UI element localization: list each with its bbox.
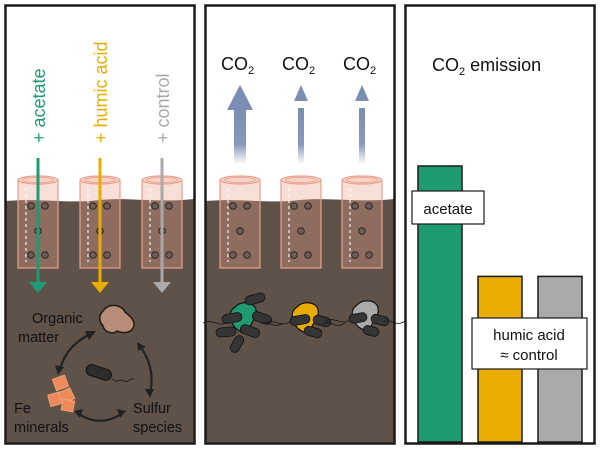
tube-hole [351, 202, 359, 210]
microbe-cluster-acetate [202, 292, 284, 353]
svg-text:≈ control: ≈ control [500, 347, 557, 364]
microbe-cluster-control [324, 300, 406, 337]
tube-hole [236, 227, 244, 235]
co2-flux-arrow [355, 85, 369, 164]
soil-core-tube [219, 175, 261, 269]
panel-treatment: + acetate + humic acid + control [4, 4, 196, 445]
soil-core-tube [341, 175, 383, 269]
microbe-cluster-humic_acid [264, 302, 346, 339]
callout-humic-control: humic acid ≈ control [471, 317, 588, 370]
addition-arrow-acetate [29, 158, 47, 293]
tube-hole [304, 251, 312, 259]
co2-label: CO2 [343, 54, 376, 77]
tube-hole [89, 251, 97, 259]
addition-arrow-humic_acid [91, 158, 109, 293]
panel-incubation: CO2 CO2 CO2 [202, 4, 406, 445]
co2-label: CO2 [221, 54, 254, 77]
tube-hole [229, 251, 237, 259]
sulfur-species-label: Sulfur [133, 401, 171, 417]
tube-hole [290, 251, 298, 259]
tube-hole [27, 251, 35, 259]
organic-matter-label: Organic [32, 311, 83, 327]
tube-hole [41, 202, 49, 210]
sulfur-species-label-2: species [133, 420, 182, 436]
fe-minerals-label: Fe [14, 401, 31, 417]
tube-hole [243, 202, 251, 210]
tube-hole [365, 202, 373, 210]
organic-matter-label-2: matter [18, 330, 59, 346]
fe-minerals-icon [47, 374, 76, 413]
tube-hole [103, 202, 111, 210]
treatment-label-acetate: + acetate [29, 68, 49, 143]
tube-hole [165, 251, 173, 259]
fe-minerals-label-2: minerals [14, 420, 69, 436]
tube-hole [243, 251, 251, 259]
tube-hole [358, 227, 366, 235]
bacterium-icon [85, 364, 135, 383]
tube-hole [351, 251, 359, 259]
treatment-label-humic_acid: + humic acid [91, 41, 111, 143]
soil-core-tube [280, 175, 322, 269]
chart-title: CO2 emission [432, 55, 541, 78]
svg-text:acetate: acetate [423, 201, 472, 218]
organic-matter-icon [98, 304, 135, 334]
panel-co2-emission: CO2 emission acetate humic acid ≈ contro… [404, 4, 596, 445]
tube-hole [165, 202, 173, 210]
tube-hole [229, 202, 237, 210]
element-cycle: Organic matter Fe minerals Sulfur specie… [14, 304, 182, 436]
tube-hole [151, 251, 159, 259]
treatment-label-control: + control [153, 73, 173, 143]
tube-hole [290, 202, 298, 210]
tube-hole [365, 251, 373, 259]
addition-arrow-control [153, 158, 171, 293]
co2-flux-arrow [294, 85, 308, 164]
svg-text:humic acid: humic acid [493, 327, 565, 344]
co2-label: CO2 [282, 54, 315, 77]
tube-hole [304, 202, 312, 210]
tube-hole [41, 251, 49, 259]
tube-hole [27, 202, 35, 210]
tube-hole [297, 227, 305, 235]
tube-hole [151, 202, 159, 210]
callout-acetate: acetate [411, 190, 485, 225]
tube-hole [103, 251, 111, 259]
tube-hole [89, 202, 97, 210]
co2-flux-arrow [227, 85, 253, 164]
